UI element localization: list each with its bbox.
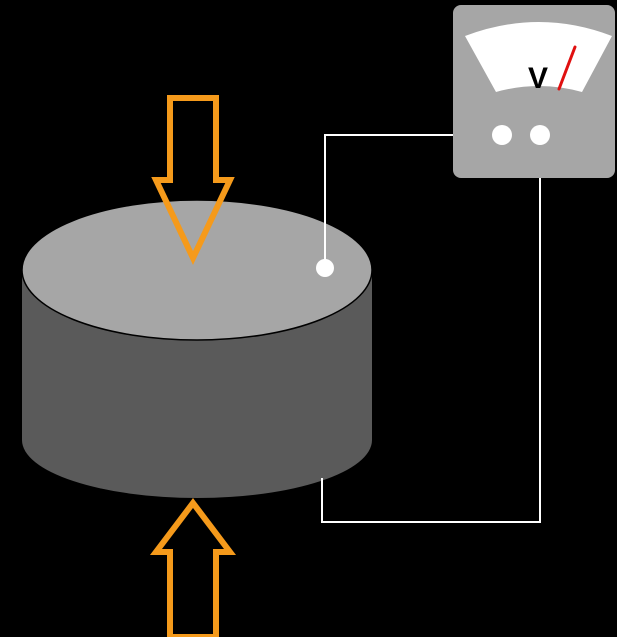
bottom-force-arrow — [149, 498, 237, 637]
wire-bottom — [321, 135, 541, 523]
cylinder-top — [21, 199, 373, 341]
wire-top — [324, 134, 502, 268]
voltmeter-unit-label: V — [528, 62, 548, 95]
top-electrode-terminal — [316, 259, 334, 277]
voltmeter-terminal-left — [492, 125, 512, 145]
voltmeter-dial-face — [465, 22, 612, 92]
voltmeter-needle — [557, 45, 577, 91]
top-force-arrow — [151, 95, 235, 265]
voltmeter-terminal-right — [530, 125, 550, 145]
